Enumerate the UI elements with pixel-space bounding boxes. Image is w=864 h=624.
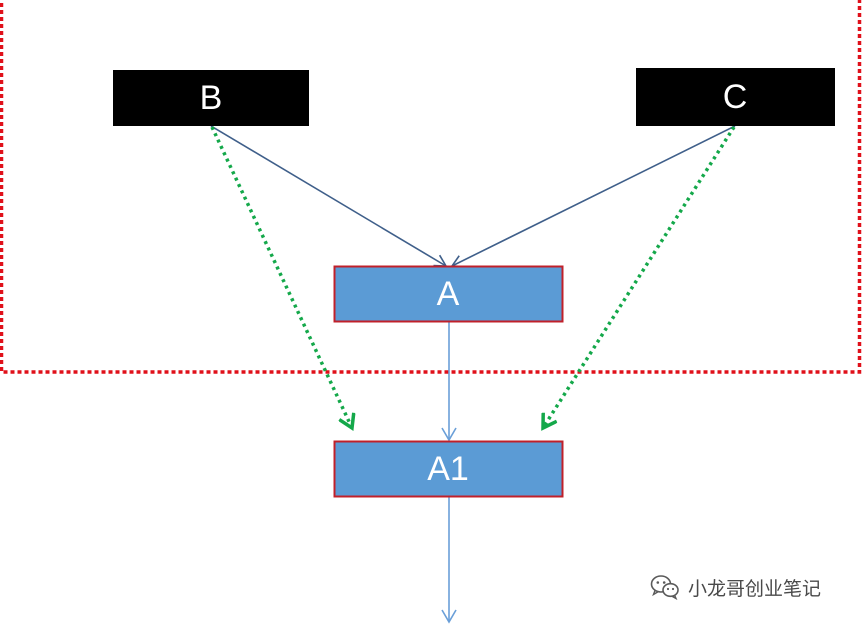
node-c-label: C [723, 78, 748, 116]
node-a1: A1 [333, 440, 564, 498]
watermark-text: 小龙哥创业笔记 [688, 577, 822, 600]
dotted-arrow-b-to-a1 [210, 126, 352, 428]
node-a-label: A [437, 275, 460, 313]
node-b-label: B [200, 79, 223, 117]
node-a: A [333, 265, 564, 323]
wechat-icon [650, 574, 680, 600]
arrow-c-to-a [450, 125, 736, 268]
node-c: C [636, 68, 835, 126]
node-b: B [113, 70, 309, 126]
node-a1-label: A1 [427, 450, 469, 488]
watermark: 小龙哥创业笔记 [650, 572, 821, 602]
arrow-b-to-a [210, 125, 448, 267]
dotted-arrow-c-to-a1 [543, 126, 736, 428]
system-boundary [0, 0, 862, 374]
